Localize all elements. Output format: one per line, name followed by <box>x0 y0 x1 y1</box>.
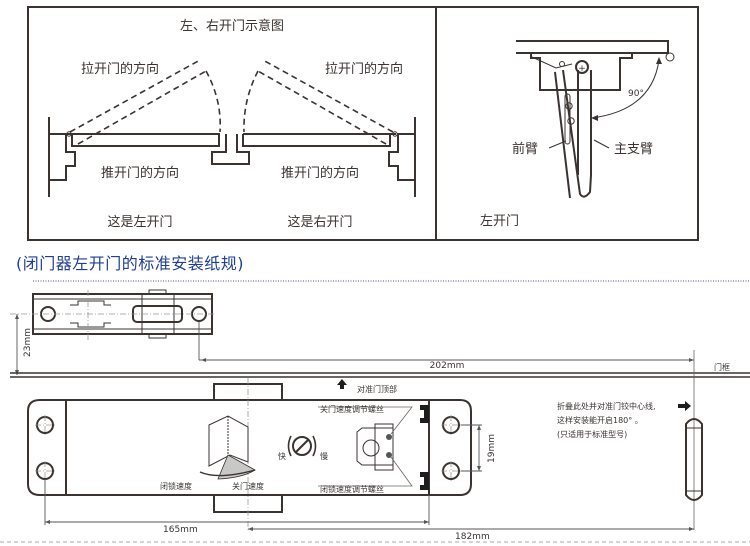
align-top-arrow-icon <box>337 379 347 389</box>
arm-bracket <box>10 289 215 340</box>
screw-leader-lines <box>318 406 413 487</box>
main-arm-pointer <box>593 139 610 149</box>
linkage <box>531 56 573 69</box>
linkage-pin <box>559 61 565 67</box>
pull-direction-left: 拉开门的方向 <box>81 61 159 77</box>
dim-202-line <box>198 322 694 361</box>
adjuster-plate <box>374 423 394 471</box>
door-frame-label: 门框 <box>714 362 730 372</box>
fold-flap <box>429 399 472 496</box>
main-arm <box>577 70 592 175</box>
latch-speed-label: 闭锁速度 <box>160 481 192 491</box>
hinge-pin-bands <box>686 427 702 492</box>
right-swing-open <box>257 59 394 145</box>
arm-screw-2 <box>567 117 575 125</box>
front-arm <box>554 71 571 199</box>
spindle-screw-icon <box>575 60 589 74</box>
left-swing-open <box>69 59 207 145</box>
front-arm-tip <box>562 69 592 198</box>
panel-frame-right <box>435 6 699 241</box>
arrowhead-left <box>591 115 598 121</box>
align-top-label: 对准门顶部 <box>357 384 397 394</box>
left-hinge <box>66 131 72 137</box>
dim-19-arrows <box>477 425 481 471</box>
plus-mark: + <box>578 64 586 74</box>
panel-title: 左、右开门示意图 <box>180 18 284 34</box>
fast-label: 快 <box>278 451 286 461</box>
push-direction-left: 推开门的方向 <box>101 165 179 181</box>
panel-frame-left <box>27 6 437 241</box>
slow-label: 慢 <box>320 451 328 461</box>
bracket-tab-bottom <box>148 333 167 339</box>
dim-23-label: 23mm <box>23 328 33 357</box>
caption-right-door: 这是右开门 <box>287 214 352 230</box>
fold-note-line2: 这样安装能开启180° 。 <box>557 415 643 425</box>
caption-left-door-arm: 左开门 <box>480 214 519 229</box>
adjuster-round <box>362 439 380 457</box>
fold-arrow-icon <box>678 401 691 411</box>
right-swing-arc <box>243 70 259 133</box>
door-direction-panel: 左、右开门示意图 拉开门的方向 拉开门的方向 推开门的方向 推开门的方向 这是左… <box>27 6 437 241</box>
dim-165-ext <box>44 479 430 525</box>
arm-screw-1 <box>565 102 573 110</box>
dim-19-line <box>461 424 482 472</box>
angle-label: 90° <box>628 89 644 99</box>
valve-slot <box>295 439 309 453</box>
left-door-leaf <box>66 133 220 147</box>
speed-valve-screw-icon <box>292 436 312 456</box>
dim-19-label: 19mm <box>487 434 497 463</box>
fold-note-line3: (只适用于标准型号) <box>557 429 627 439</box>
close-speed-label: 关门速度 <box>232 481 264 491</box>
hinge-pin-view <box>685 418 703 501</box>
door-top-edge <box>516 40 669 54</box>
front-arm-pointer <box>548 140 567 149</box>
valve-brackets <box>287 435 317 457</box>
pull-direction-right: 拉开门的方向 <box>325 61 403 77</box>
fold-mark-top <box>420 405 429 423</box>
closer-template: 闭锁速度 关门速度 快 慢 关门速度调节螺丝 闭锁速度调节螺丝 <box>27 378 472 530</box>
push-direction-right: 推开门的方向 <box>281 165 359 181</box>
caption-left-door: 这是左开门 <box>107 214 172 230</box>
bracket-notch <box>70 300 111 328</box>
right-wall <box>388 117 416 197</box>
hinge-point <box>665 52 675 62</box>
bracket-tab-top <box>148 289 167 295</box>
door-frame-line <box>10 372 750 378</box>
close-speed-screw-label: 关门速度调节螺丝 <box>320 404 384 414</box>
fold-note-line1: 折叠此处并对准门铰中心线, <box>557 401 656 411</box>
door-stop <box>211 134 250 165</box>
speed-arc <box>199 469 256 477</box>
closer-body <box>530 54 633 91</box>
front-arm-label: 前臂 <box>512 141 538 157</box>
arm-slot <box>564 93 571 145</box>
closer-outline <box>27 399 430 496</box>
latch-speed-screw <box>386 452 392 458</box>
left-wall <box>48 117 76 197</box>
latch-speed-screw-label: 闭锁速度调节螺丝 <box>320 484 384 494</box>
left-swing-arc <box>205 70 222 133</box>
dim-182-label: 182mm <box>455 532 490 542</box>
dim-202-label: 202mm <box>430 361 465 371</box>
right-door-leaf <box>242 133 396 147</box>
dim-165-label: 165mm <box>163 525 198 535</box>
main-arm-label: 主支臂 <box>614 142 653 157</box>
template-heading: (闭门器左开门的标准安装纸规) <box>16 254 244 273</box>
arrowhead-up <box>656 57 662 64</box>
fold-mark-bottom <box>420 472 429 490</box>
arm-panel: + 90° 前臂 主支臂 左开门 <box>435 6 699 241</box>
close-speed-screw <box>386 434 392 440</box>
angle-arc <box>591 59 660 119</box>
